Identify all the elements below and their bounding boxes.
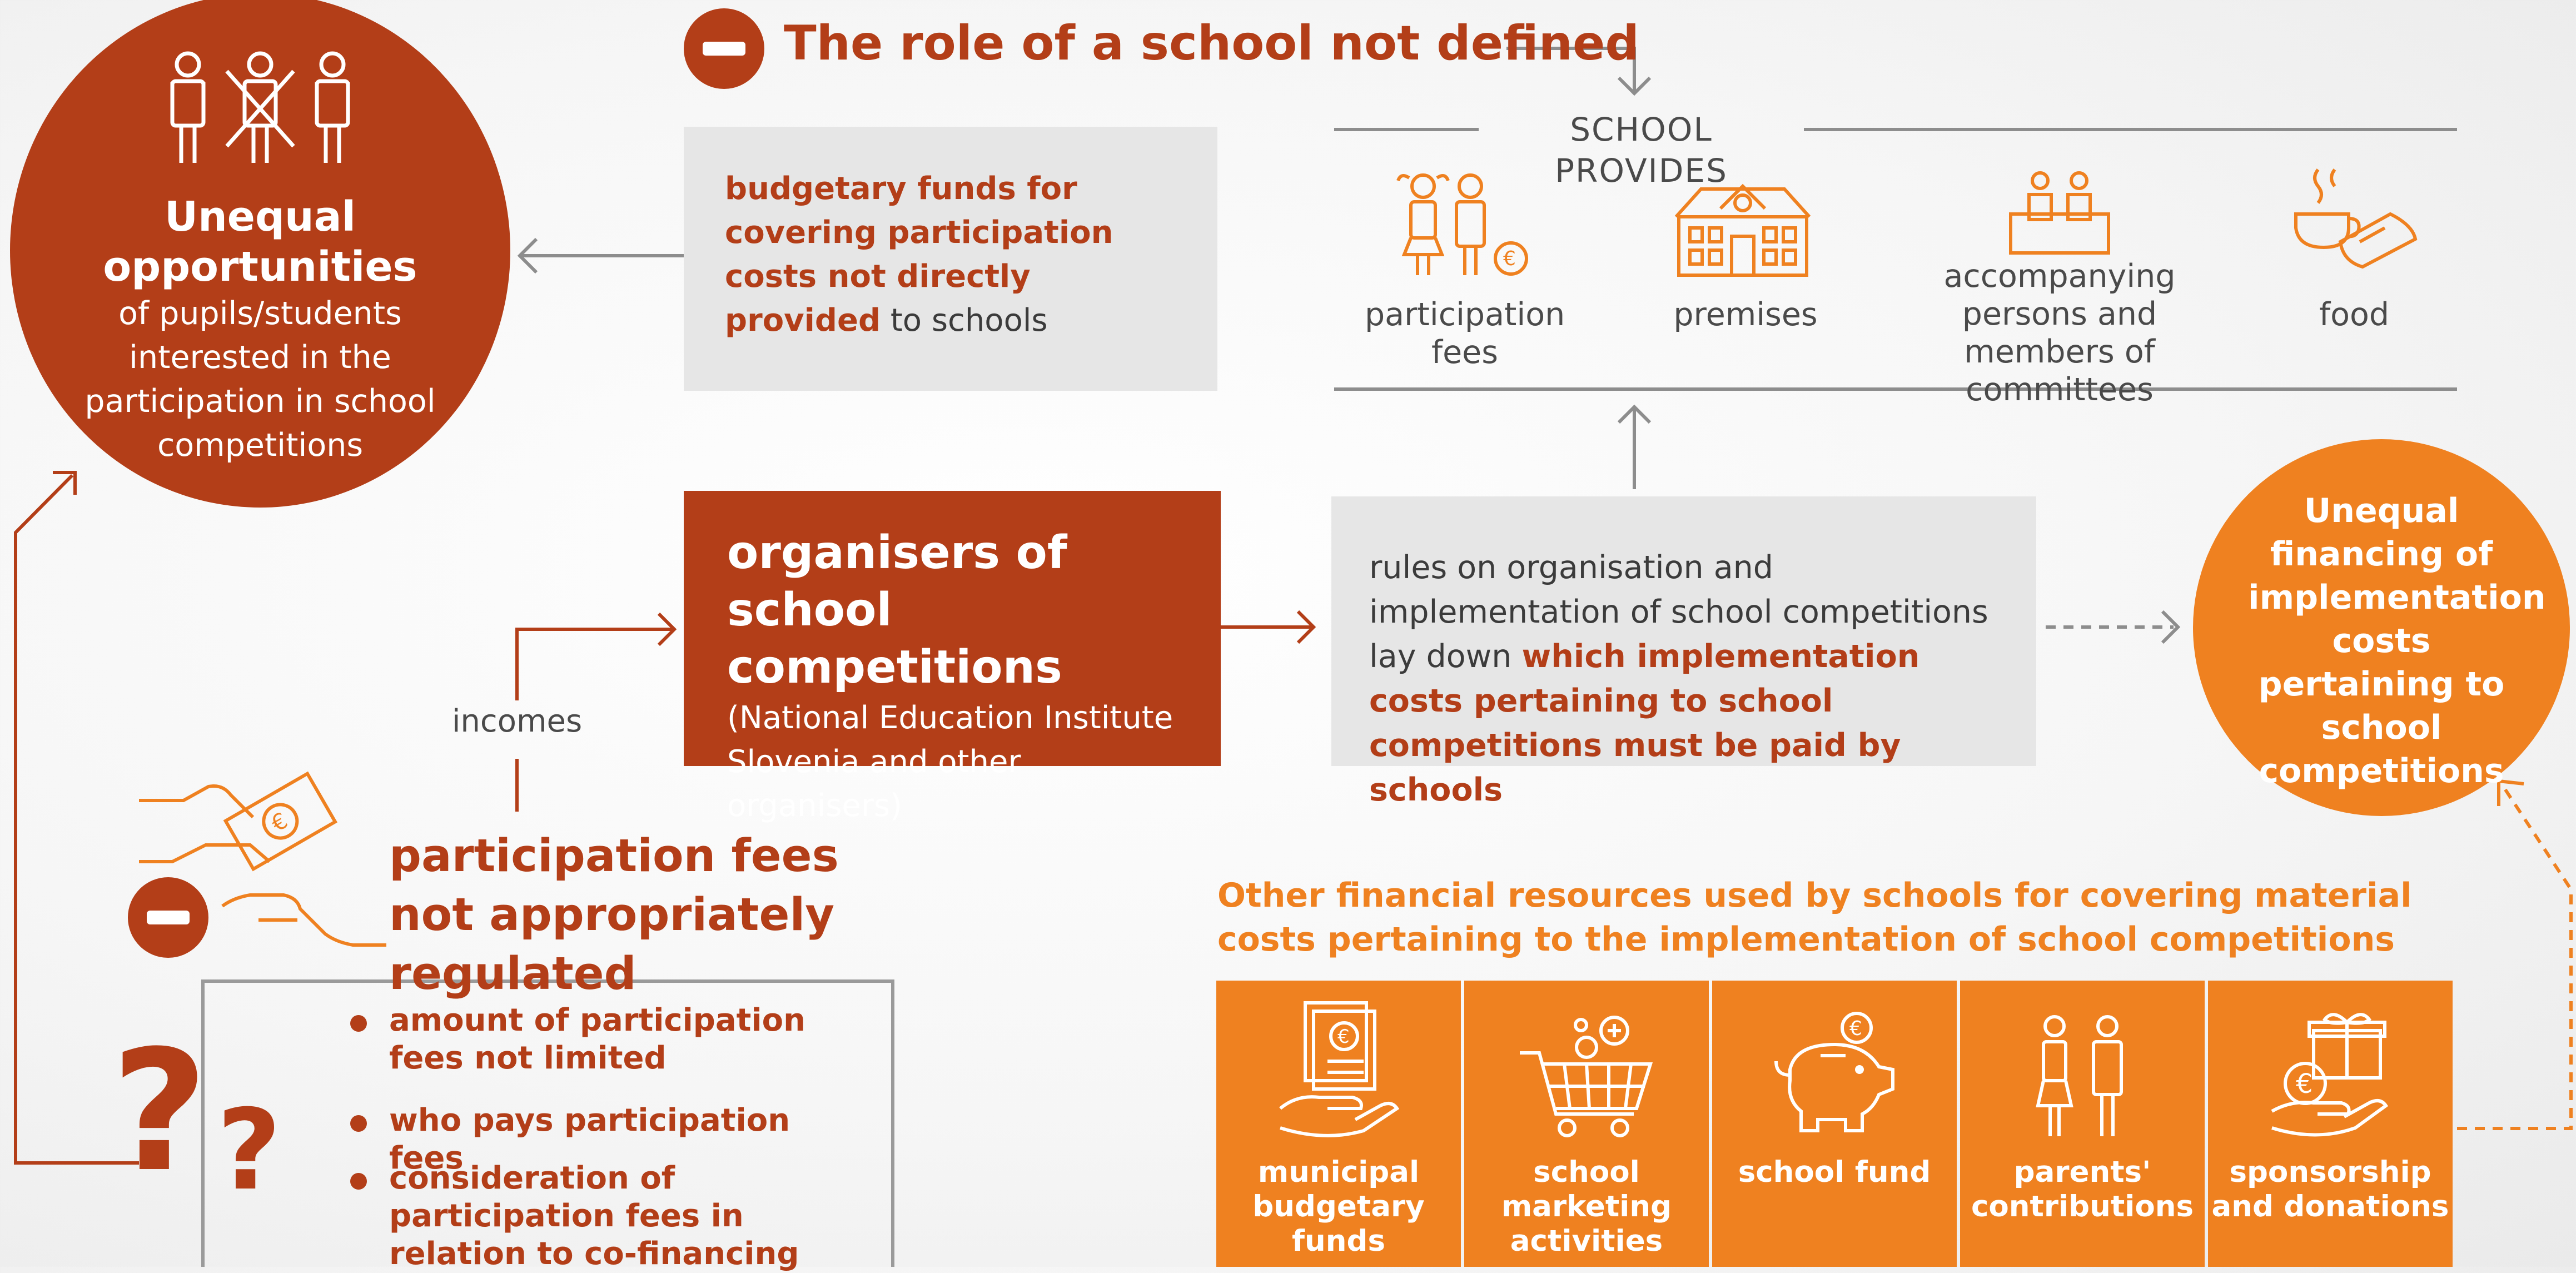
unequal-financing-circle: Unequal financing of implementation cost… bbox=[2193, 439, 2570, 816]
resource-marketing-label: school marketing activities bbox=[1501, 1155, 1672, 1258]
bullet-amount-not-limited: amount of participation fees not limited bbox=[350, 1002, 867, 1077]
food-icon bbox=[2294, 168, 2418, 269]
resource-school-fund: € school fund bbox=[1712, 981, 1957, 1267]
svg-text:€: € bbox=[267, 808, 292, 837]
bullet-who-pays: who pays participation fees bbox=[350, 1102, 867, 1177]
resource-sponsorship-label: sponsorship and donations bbox=[2211, 1155, 2449, 1224]
svg-text:€: € bbox=[1503, 247, 1516, 270]
organisers-rest-text: (National Education Institute Slovenia a… bbox=[727, 700, 1173, 824]
gift-coin-hand-icon: € bbox=[2271, 1013, 2389, 1137]
rules-normal-text: rules on organisation and implementation… bbox=[1369, 549, 1988, 675]
svg-text:€: € bbox=[2296, 1068, 2313, 1100]
unequal-opportunities-title: Unequal opportunities bbox=[103, 193, 417, 291]
provides-participation-fees: participation fees bbox=[1365, 296, 1565, 371]
children-euro-icon: € bbox=[1396, 173, 1528, 276]
provides-food: food bbox=[2319, 296, 2389, 333]
hands-money-icon: € bbox=[139, 771, 386, 947]
unequal-financing-text: Unequal financing of implementation cost… bbox=[2248, 491, 2546, 790]
organisers-box: organisers of school competitions (Natio… bbox=[684, 491, 1221, 824]
fees-heading: participation fees not appropriately reg… bbox=[389, 830, 839, 1000]
rules-box: rules on organisation and implementation… bbox=[1331, 496, 2036, 808]
resource-municipal-funds: € municipal budgetary funds bbox=[1216, 981, 1461, 1267]
resource-school-fund-label: school fund bbox=[1738, 1155, 1931, 1189]
unequal-opportunities-circle: Unequal opportunities of pupils/students… bbox=[10, 0, 510, 508]
resource-marketing-activities: school marketing activities bbox=[1464, 981, 1709, 1267]
shopping-cart-icon bbox=[1520, 1016, 1653, 1137]
piggy-bank-icon: € bbox=[1774, 1012, 1894, 1132]
organisers-bold-text: organisers of school competitions bbox=[727, 526, 1067, 694]
resource-parents-contributions: parents' contributions bbox=[1960, 981, 2205, 1267]
question-marks-icon: ? ? bbox=[111, 1015, 282, 1215]
resource-parents-label: parents' contributions bbox=[1971, 1155, 2194, 1224]
provides-premises: premises bbox=[1673, 296, 1818, 333]
school-building-icon bbox=[1674, 183, 1811, 277]
other-resources-heading: Other financial resources used by school… bbox=[1217, 876, 2412, 959]
minus-icon-fees bbox=[128, 877, 208, 958]
svg-text:€: € bbox=[1337, 1026, 1350, 1048]
incomes-label: incomes bbox=[451, 703, 583, 739]
hand-document-euro-icon: € bbox=[1279, 1001, 1400, 1137]
rules-bold-text: which implementation costs pertaining to… bbox=[1369, 638, 1920, 808]
three-persons-one-crossed-icon bbox=[170, 51, 350, 163]
svg-text:€: € bbox=[1849, 1017, 1862, 1040]
budgetary-bold-text: budgetary funds for covering participati… bbox=[725, 171, 1113, 339]
committee-table-icon bbox=[2009, 171, 2110, 255]
minus-icon bbox=[684, 8, 764, 89]
provides-accompanying-persons: accompanying persons and members of comm… bbox=[1943, 258, 2176, 408]
budgetary-funds-box: budgetary funds for covering participati… bbox=[684, 127, 1217, 391]
resource-sponsorship-donations: € sponsorship and donations bbox=[2208, 981, 2453, 1267]
unequal-opportunities-text: of pupils/students interested in the par… bbox=[84, 295, 436, 464]
page-title: The role of a school not defined bbox=[784, 16, 1639, 71]
budgetary-rest-text: to schools bbox=[881, 302, 1048, 339]
resource-municipal-label: municipal budgetary funds bbox=[1252, 1155, 1425, 1258]
parents-icon bbox=[2036, 1015, 2123, 1136]
bullet-co-financing: consideration of participation fees in r… bbox=[350, 1160, 867, 1273]
school-provides-header: SCHOOL PROVIDES bbox=[1555, 111, 1728, 190]
